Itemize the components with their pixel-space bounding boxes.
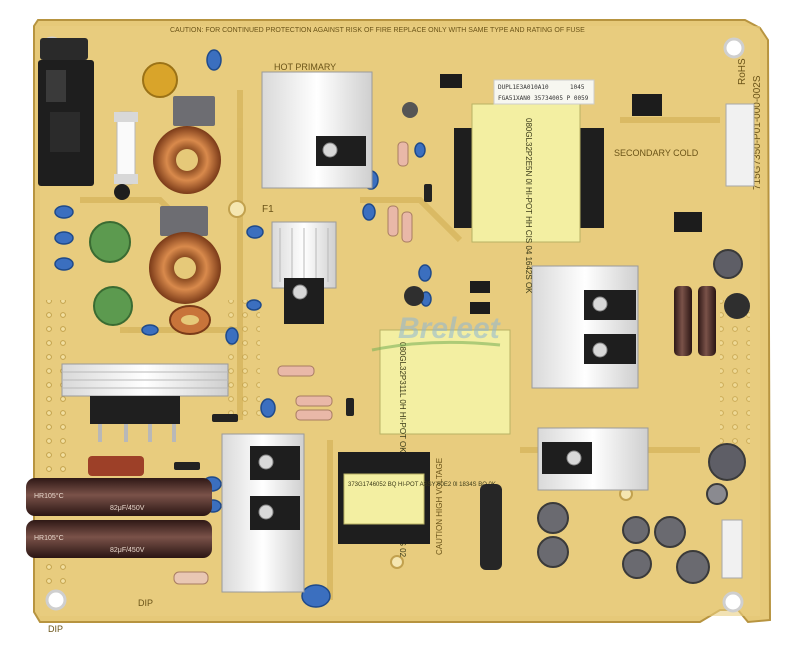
heatsink-right-upper	[531, 265, 639, 389]
varistor-1	[89, 221, 131, 263]
heatsink-middle	[271, 221, 337, 324]
mounting-hole-top-right	[723, 37, 745, 59]
heatsink-right-lower	[537, 427, 649, 491]
ic-chip-right	[674, 212, 702, 232]
varistor-2	[93, 286, 133, 326]
yellow-disc-capacitor	[142, 62, 178, 98]
inductor-small	[169, 305, 211, 335]
barcode-label: DUPL1E3A010A10 FGA51XAN0 35734005 P 0059…	[493, 79, 595, 105]
small-ic-1	[440, 74, 462, 88]
watermark-text: Breleet	[398, 312, 502, 345]
transformer-small: 373G1746052 BQ HI-POT ASSY 60E2 0l 1834S…	[338, 452, 496, 544]
output-capacitors	[402, 102, 750, 584]
transformer-main: 080GL32P2E5N 0l HI-POT HH CIS 04 1642S O…	[454, 103, 604, 294]
transformer-small-label: 373G1746052 BQ HI-POT ASSY 60E2 0l 1834S…	[348, 482, 496, 488]
hv-warning-text: CAUTION HIGH VOLTAGE	[435, 458, 444, 555]
bulk-cap-1-voltage: 82μF/450V	[110, 505, 145, 512]
barcode-code: 1045	[570, 84, 585, 91]
silkscreen: CAUTION: FOR CONTINUED PROTECTION AGAINS…	[48, 27, 763, 634]
ic-chip-top	[632, 94, 662, 116]
rohs-text: RoHS	[737, 58, 748, 85]
heatsink-bottom-left	[221, 433, 305, 593]
common-mode-choke-bottom	[149, 232, 221, 304]
bulk-cap-2-voltage: 82μF/450V	[110, 547, 145, 554]
bulk-cap-2-text: HR105°C	[34, 534, 64, 542]
transformer-main-label: 080GL32P2E5N 0l HI-POT HH CIS 04 1642S O…	[524, 118, 533, 294]
small-ic-2	[470, 281, 490, 293]
mounting-hole-bottom-right	[722, 591, 744, 613]
transformer-middle-label: 080GL32P311L 0H HI-POT OK LI TKL DIC CIS…	[398, 342, 407, 558]
small-ic-3	[470, 302, 490, 314]
mounting-hole-bottom-left	[45, 589, 67, 611]
resistors	[277, 141, 413, 421]
bridge-rectifier-heatsink	[61, 363, 229, 442]
secondary-cold-text: SECONDARY COLD	[614, 148, 699, 158]
output-connector-bottom	[721, 519, 743, 579]
heatsink-pfc	[261, 71, 373, 189]
x-capacitor-middle	[160, 206, 208, 236]
fuse-rating-text: F1	[262, 204, 274, 215]
resistor-bottom-left	[173, 571, 209, 585]
part-number-text: 715G7350-P01-000-002S	[752, 75, 763, 190]
x-capacitor-top	[173, 96, 215, 126]
small-blue-capacitors	[54, 49, 432, 608]
caution-text: CAUTION: FOR CONTINUED PROTECTION AGAINS…	[170, 27, 585, 34]
hot-primary-text: HOT PRIMARY	[274, 62, 336, 72]
fuse	[114, 111, 138, 185]
film-capacitor-brown	[88, 456, 144, 476]
transistor-small	[114, 184, 130, 200]
common-mode-choke-top	[153, 126, 221, 194]
dip-label-right: DIP	[138, 598, 153, 608]
output-connector-top	[725, 103, 755, 187]
barcode-label-line1: DUPL1E3A010A10	[498, 84, 549, 91]
diodes	[174, 184, 432, 470]
transformer-middle: 080GL32P311L 0H HI-POT OK LI TKL DIC CIS…	[379, 329, 511, 558]
bulk-capacitor-2: HR105°C 82μF/450V	[26, 520, 212, 558]
ac-inlet-connector	[38, 38, 94, 186]
barcode-label-line2: FGA51XAN0 35734005 P 0059	[498, 95, 589, 102]
bulk-capacitor-1: HR105°C 82μF/450V	[26, 478, 212, 516]
dip-label-left: DIP	[48, 624, 63, 634]
bulk-cap-1-text: HR105°C	[34, 492, 64, 500]
